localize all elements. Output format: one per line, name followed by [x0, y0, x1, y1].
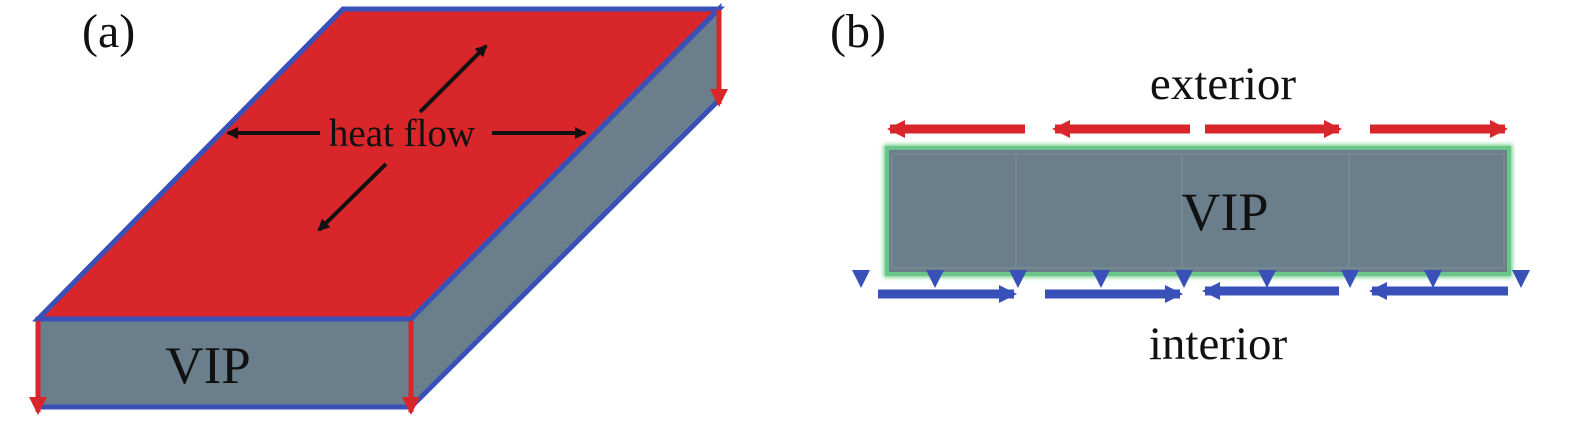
- panel-b-vip-label: VIP: [1181, 182, 1268, 242]
- panel-a-label: (a): [82, 5, 135, 58]
- panel-b: (b) exterior VIP: [830, 5, 1530, 370]
- interior-label: interior: [1149, 318, 1288, 370]
- heat-flow-up-arrow: [418, 44, 488, 114]
- panel-a-vip-label: VIP: [165, 337, 250, 395]
- heat-flow-down-arrow: [317, 162, 388, 232]
- vip-panel-body: [885, 146, 1511, 276]
- panel-a: (a) heat flow VIP: [29, 2, 728, 415]
- through-panel-arrows: [852, 151, 1530, 288]
- heat-flow-label: heat flow: [329, 112, 475, 155]
- exterior-label: exterior: [1150, 58, 1296, 110]
- panel-b-label: (b): [830, 5, 886, 58]
